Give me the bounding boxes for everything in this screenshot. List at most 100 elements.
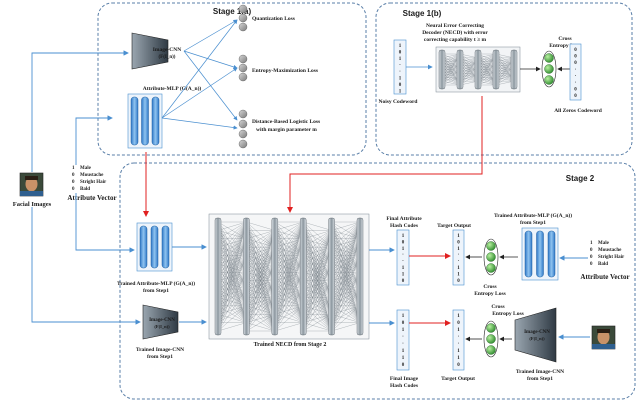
green-nodes-img [483, 320, 499, 358]
necd-connection [303, 230, 332, 239]
cnn-formula: (F(I_n)) [154, 324, 170, 329]
entropy-loss-label: Entropy-Maximization Loss [252, 68, 318, 74]
necd-connection [246, 247, 275, 323]
face-image-left [19, 172, 44, 197]
necd-connection [246, 230, 275, 265]
necd-connection [274, 238, 304, 323]
necd-connection [217, 221, 247, 323]
necd-layer [328, 217, 335, 336]
necd-connection [331, 221, 361, 315]
final-attr-label-1: Final Attribute [386, 216, 422, 222]
stage1b-box [375, 2, 633, 156]
code-bit: · [402, 260, 404, 265]
necd-connection [274, 221, 304, 231]
necd-layer [271, 217, 278, 336]
cnn-label: Image-CNN [153, 47, 181, 53]
attr-name: Stright Hair [598, 255, 625, 260]
necd-connection [331, 221, 361, 256]
code-bit: · [458, 253, 460, 258]
necd-connection [274, 305, 304, 332]
cross-entropy-attr-1: Cross [483, 284, 496, 290]
attr-name: Bald [598, 262, 608, 267]
stage1a-box [97, 2, 367, 156]
distance-loss-label: Distance-Based Logistic Loss [252, 119, 320, 125]
attr-name: Stright Hair [80, 180, 107, 185]
necd-connection [303, 314, 332, 323]
final-image-label-2: Hash Codes [390, 383, 418, 389]
trained-mlp-right-label-2: from Step1 [520, 220, 546, 226]
necd-connection [246, 230, 275, 290]
necd-connection [303, 230, 332, 298]
cross-entropy-img-2: Entropy Loss [492, 311, 524, 317]
code-bit: 1 [457, 314, 460, 319]
necd-connection [331, 221, 361, 239]
face-image-right [591, 325, 616, 350]
necd-connection [217, 238, 247, 323]
necd-connection [331, 238, 361, 323]
attr-name: Bald [80, 187, 90, 192]
necd-connection [274, 221, 304, 315]
cross-entropy-1b-2: Entropy Loss [549, 43, 581, 49]
necd-connection [331, 221, 361, 281]
necd-connection [274, 272, 304, 323]
attr-name: Moustache [598, 248, 622, 253]
necd-connection [303, 230, 332, 290]
necd-connection [274, 272, 304, 332]
necd-connection [331, 221, 361, 273]
code-bit: 0 [402, 279, 405, 284]
necd-connection [331, 305, 361, 323]
necd-connection [246, 263, 275, 323]
distance-loss-margin: with margin parameter m [256, 127, 317, 133]
necd-connection [331, 221, 361, 323]
cnn-formula: (F(I_n)) [529, 336, 545, 341]
necd-connection [246, 280, 275, 332]
necd-connection [274, 255, 304, 323]
code-bit: 1 [399, 90, 402, 95]
necd-connection [217, 322, 247, 332]
code-bit: · [458, 335, 460, 340]
necd-connection [274, 289, 304, 332]
necd-connection [303, 230, 332, 315]
final-attr-label-2: Hash Codes [390, 223, 418, 229]
code-bit: · [575, 81, 577, 86]
necd-connection [217, 272, 247, 323]
necd-connection [303, 263, 332, 332]
mlp-label-stage1a: Attribute-MLP (G(A_n)) [143, 85, 202, 92]
necd-layer [438, 49, 446, 90]
stage2-title: Stage 2 [566, 174, 595, 183]
code-bit: 0 [574, 94, 577, 99]
final-attr-hash-vector: 101··110 [396, 229, 410, 286]
necd-connection [246, 247, 275, 332]
necd-connection [303, 230, 332, 273]
necd-connection [303, 322, 332, 332]
necd-connection [217, 221, 247, 332]
necd-layer [243, 217, 250, 336]
code-bit: 1 [402, 266, 405, 271]
noisy-codeword-vector: 101··101 [393, 39, 407, 95]
necd-connection [217, 305, 247, 332]
code-bit: 0 [402, 363, 405, 368]
trained-necd-large [208, 213, 370, 340]
necd-connection [217, 221, 247, 231]
necd-connection [274, 288, 304, 323]
final-image-label-1: Final Image [390, 376, 419, 382]
code-bit: 1 [457, 266, 460, 271]
code-bit: 1 [402, 328, 405, 333]
attr-bit: 0 [72, 180, 75, 185]
necd-connection [331, 221, 361, 264]
input-connectors [31, 50, 141, 325]
cross-entropy-img-1: Cross [491, 304, 504, 310]
necd-connection [217, 238, 247, 332]
necd-title-3: correcting capability t ≥ m [424, 37, 487, 43]
loss-nodes-entropy [238, 54, 248, 82]
necd-connection [246, 263, 275, 332]
code-bit: · [402, 342, 404, 347]
code-bit: 0 [399, 83, 402, 88]
necd-connection [331, 221, 361, 231]
stage1b-title: Stage 1(b) [403, 9, 442, 18]
necd-connection [274, 221, 304, 332]
code-bit: 1 [402, 349, 405, 354]
necd-connection [331, 221, 361, 248]
code-bit: 0 [574, 48, 577, 53]
necd-connection [274, 221, 304, 273]
